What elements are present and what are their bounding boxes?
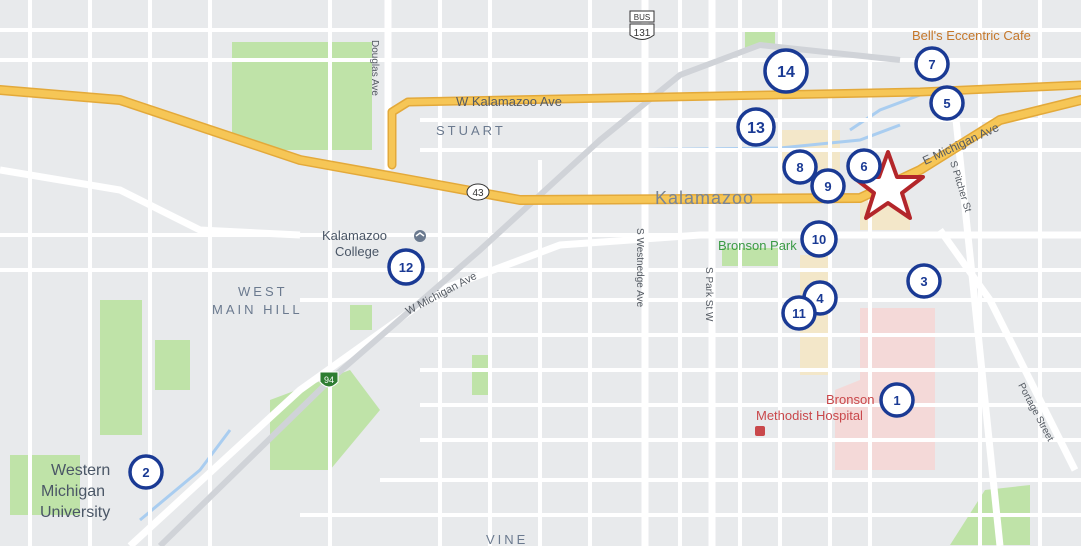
marker-6[interactable]: 6 xyxy=(846,148,882,184)
park-bronson xyxy=(722,248,782,266)
marker-circle xyxy=(736,107,776,147)
label-west: WEST xyxy=(238,284,288,299)
pitcher-road xyxy=(951,109,1004,546)
marker-number: 5 xyxy=(943,96,950,111)
marker-1[interactable]: 1 xyxy=(879,382,915,418)
w-michigan-road xyxy=(127,231,1081,546)
highways xyxy=(0,80,1081,205)
label-kalamazoo: Kalamazoo xyxy=(655,188,754,208)
marker-circle xyxy=(846,148,882,184)
label-s-westnedge-ave: S Westnedge Ave xyxy=(634,228,645,308)
marker-number: 13 xyxy=(747,120,765,137)
marker-12[interactable]: 12 xyxy=(387,248,425,286)
marker-7[interactable]: 7 xyxy=(914,46,950,82)
route-43-shield: 43 xyxy=(466,183,490,201)
marker-number: 4 xyxy=(816,291,824,306)
label-kalamazoo-college-2: College xyxy=(335,244,379,259)
marker-circle xyxy=(128,454,164,490)
marker-circle xyxy=(800,220,838,258)
creek-3 xyxy=(139,429,232,522)
marker-circle xyxy=(763,48,809,94)
m43-line xyxy=(0,86,1081,204)
label-main-hill: MAIN HILL xyxy=(212,302,303,317)
marker-circle xyxy=(387,248,425,286)
marker-number: 14 xyxy=(777,64,795,81)
marker-number: 11 xyxy=(792,306,806,321)
park-west-1 xyxy=(100,300,142,435)
label-bronson-hospital-2: Methodist Hospital xyxy=(756,408,863,423)
marker-number: 6 xyxy=(860,159,867,174)
label-wmu-2: Michigan xyxy=(41,483,105,500)
marker-9[interactable]: 9 xyxy=(810,168,846,204)
marker-5[interactable]: 5 xyxy=(929,85,965,121)
marker-circle xyxy=(810,168,846,204)
label-bronson-hospital-1: Bronson xyxy=(826,392,874,407)
marker-number: 3 xyxy=(920,274,927,289)
portage-road xyxy=(937,227,1079,472)
marker-circle xyxy=(781,295,817,331)
label-wmu-3: University xyxy=(40,504,110,521)
marker-number: 12 xyxy=(399,260,413,275)
marker-14[interactable]: 14 xyxy=(763,48,809,94)
label-stuart: STUART xyxy=(436,123,506,138)
marker-number: 1 xyxy=(893,393,900,408)
marker-circle xyxy=(906,263,942,299)
marker-number: 8 xyxy=(796,160,803,175)
svg-text:131: 131 xyxy=(634,28,651,39)
marker-number: 7 xyxy=(928,57,935,72)
hospital-pin-icon xyxy=(755,426,765,436)
park-west-3 xyxy=(350,305,372,330)
label-w-kalamazoo-ave: W Kalamazoo Ave xyxy=(456,94,562,109)
park-center xyxy=(472,355,490,395)
w-kalamazoo-ave-line xyxy=(389,82,1081,168)
college-icon xyxy=(414,230,426,242)
parks xyxy=(10,28,1030,545)
marker-11[interactable]: 11 xyxy=(781,295,817,331)
park-west-2 xyxy=(155,340,190,390)
label-s-park-st: S Park St W xyxy=(703,267,714,322)
marker-number: 9 xyxy=(824,179,831,194)
park-stuart xyxy=(232,42,372,150)
west-connector xyxy=(0,166,301,239)
marker-3[interactable]: 3 xyxy=(906,263,942,299)
label-douglas-ave: Douglas Ave xyxy=(369,40,380,96)
marker-circle xyxy=(914,46,950,82)
label-kalamazoo-college-1: Kalamazoo xyxy=(322,228,387,243)
marker-13[interactable]: 13 xyxy=(736,107,776,147)
marker-circle xyxy=(879,382,915,418)
svg-text:43: 43 xyxy=(472,188,484,199)
park-wmu xyxy=(10,455,80,515)
interstate-94-shield: 94 xyxy=(319,371,339,388)
svg-text:BUS: BUS xyxy=(634,13,650,22)
label-vine: VINE xyxy=(486,532,528,546)
marker-10[interactable]: 10 xyxy=(800,220,838,258)
svg-text:94: 94 xyxy=(324,375,334,385)
marker-number: 2 xyxy=(142,465,149,480)
marker-circle xyxy=(782,149,818,185)
marker-number: 10 xyxy=(812,232,826,247)
creek-2 xyxy=(849,93,921,132)
label-bells-cafe: Bell's Eccentric Cafe xyxy=(912,28,1031,43)
label-bronson-park: Bronson Park xyxy=(718,238,797,253)
label-wmu-1: Western xyxy=(51,462,110,479)
bus-131-shield: BUS 131 xyxy=(629,10,655,40)
marker-circle xyxy=(929,85,965,121)
marker-2[interactable]: 2 xyxy=(128,454,164,490)
marker-8[interactable]: 8 xyxy=(782,149,818,185)
